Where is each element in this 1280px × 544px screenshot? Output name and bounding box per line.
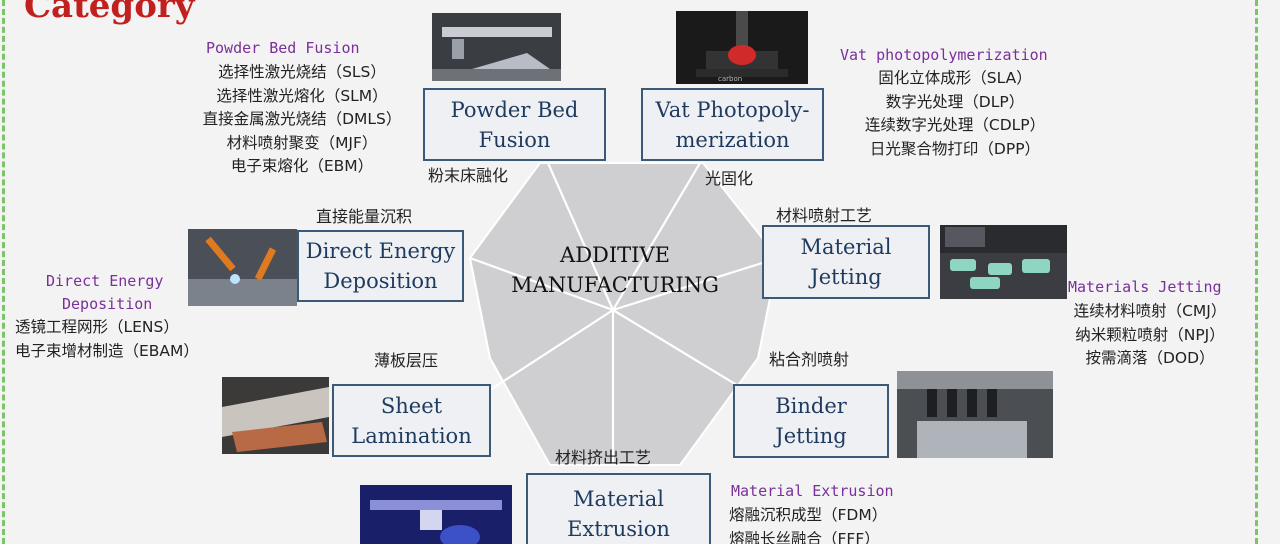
binder-photo: [897, 371, 1053, 458]
box-extrusion-line-2: Extrusion: [567, 514, 670, 544]
process-list-extrusion: 熔融沉积成型（FDM） 熔融长丝融合（FFF）: [729, 504, 887, 544]
cn-label-ded: 直接能量沉积: [316, 203, 412, 227]
box-material-extrusion: Material Extrusion: [526, 473, 711, 544]
box-sheet-line-1: Sheet: [351, 391, 471, 421]
process-item: 固化立体成形（SLA）: [840, 67, 1070, 91]
binder-jetting-image: [897, 371, 1053, 458]
extrusion-printer-image: [360, 485, 512, 544]
process-item: 透镜工程网形（LENS）: [15, 316, 199, 340]
process-item: 电子束增材制造（EBAM）: [15, 340, 199, 364]
cn-label-powder-bed: 粉末床融化: [428, 162, 508, 186]
box-direct-energy-deposition: Direct Energy Deposition: [297, 230, 464, 302]
heptagon-shape: [470, 163, 778, 465]
box-sheet-lamination: Sheet Lamination: [332, 384, 491, 457]
process-item: 选择性激光烧结（SLS）: [188, 61, 416, 85]
box-ded-line-1: Direct Energy: [306, 236, 456, 266]
center-line-1: ADDITIVE: [505, 240, 725, 270]
center-line-2: MANUFACTURING: [505, 270, 725, 300]
box-binder-jetting: Binder Jetting: [733, 384, 889, 458]
process-item: 熔融长丝融合（FFF）: [729, 528, 887, 544]
process-list-vat: 固化立体成形（SLA） 数字光处理（DLP） 连续数字光处理（CDLP） 日光聚…: [840, 67, 1070, 161]
en-label-powder-bed: Powder Bed Fusion: [206, 39, 360, 57]
process-list-powder-bed: 选择性激光烧结（SLS） 选择性激光熔化（SLM） 直接金属激光烧结（DMLS）…: [188, 61, 416, 179]
box-powder-bed-line-2: Fusion: [451, 125, 579, 155]
process-item: 按需滴落（DOD）: [1060, 347, 1240, 371]
process-item: 材料喷射聚变（MJF）: [188, 132, 416, 156]
box-jetting-line-2: Jetting: [801, 262, 892, 292]
cn-label-vat: 光固化: [705, 165, 753, 189]
sheet-photo: [222, 377, 329, 454]
box-binder-line-2: Jetting: [775, 421, 847, 451]
en-label-vat: Vat photopolymerization: [840, 46, 1048, 64]
vat-printer-image: carbon: [676, 11, 808, 84]
extrusion-photo: [360, 485, 512, 544]
en-label-ded-1: Direct Energy: [46, 272, 163, 290]
box-vat-line-2: merization: [655, 125, 809, 155]
process-item: 直接金属激光烧结（DMLS）: [188, 108, 416, 132]
en-label-extrusion: Material Extrusion: [731, 482, 894, 500]
powder-bed-photo: [432, 13, 561, 81]
process-list-jetting: 连续材料喷射（CMJ） 纳米颗粒喷射（NPJ） 按需滴落（DOD）: [1060, 300, 1240, 371]
cn-label-jetting: 材料喷射工艺: [776, 202, 872, 226]
sheet-lamination-image: [222, 377, 329, 454]
box-extrusion-line-1: Material: [567, 484, 670, 514]
ded-photo: [188, 229, 297, 306]
process-item: 电子束熔化（EBM）: [188, 155, 416, 179]
process-item: 连续数字光处理（CDLP）: [840, 114, 1070, 138]
vat-photo: carbon: [676, 11, 808, 84]
box-jetting-line-1: Material: [801, 232, 892, 262]
box-vat-line-1: Vat Photopoly-: [655, 95, 809, 125]
box-binder-line-1: Binder: [775, 391, 847, 421]
process-item: 纳米颗粒喷射（NPJ）: [1060, 324, 1240, 348]
box-sheet-line-2: Lamination: [351, 421, 471, 451]
jetting-photo: [940, 225, 1067, 299]
cn-label-extrusion: 材料挤出工艺: [555, 444, 651, 468]
process-item: 选择性激光熔化（SLM）: [188, 85, 416, 109]
box-powder-bed-line-1: Powder Bed: [451, 95, 579, 125]
ded-robot-image: [188, 229, 297, 306]
en-label-jetting: Materials Jetting: [1068, 278, 1222, 296]
cn-label-sheet: 薄板层压: [374, 347, 438, 371]
jetting-printer-image: [940, 225, 1067, 299]
box-vat-photopolymerization: Vat Photopoly- merization: [641, 88, 824, 161]
box-ded-line-2: Deposition: [306, 266, 456, 296]
cn-label-binder: 粘合剂喷射: [769, 346, 849, 370]
box-powder-bed-fusion: Powder Bed Fusion: [423, 88, 606, 161]
process-item: 连续材料喷射（CMJ）: [1060, 300, 1240, 324]
process-item: 熔融沉积成型（FDM）: [729, 504, 887, 528]
en-label-ded-2: Deposition: [62, 295, 152, 313]
box-material-jetting: Material Jetting: [762, 225, 930, 299]
process-item: 数字光处理（DLP）: [840, 91, 1070, 115]
center-label: ADDITIVE MANUFACTURING: [505, 240, 725, 300]
process-list-ded: 透镜工程网形（LENS） 电子束增材制造（EBAM）: [15, 316, 199, 363]
powder-bed-machine-image: [432, 13, 561, 81]
vat-printer-brand: carbon: [718, 75, 742, 83]
process-item: 日光聚合物打印（DPP）: [840, 138, 1070, 162]
